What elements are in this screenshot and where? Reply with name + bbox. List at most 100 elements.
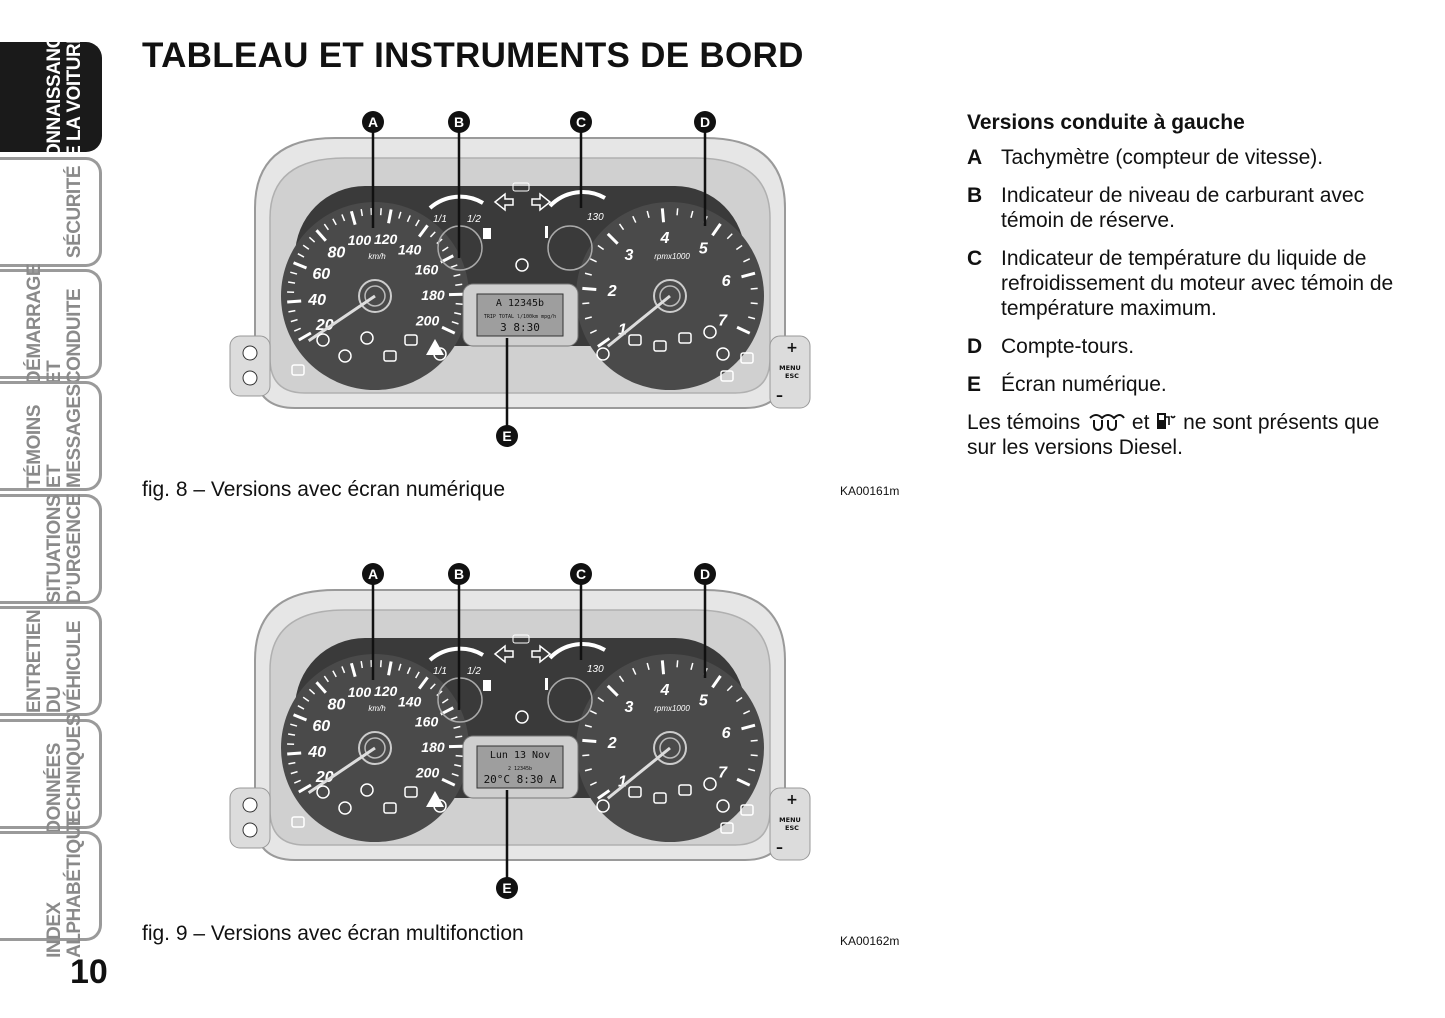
battery-icon — [653, 792, 667, 804]
gauge-needle — [307, 746, 376, 794]
gauge-tick — [735, 244, 743, 251]
menu-buttons — [769, 335, 811, 409]
gauge-label: 180 — [421, 287, 445, 303]
glow-plug-icon — [703, 325, 717, 339]
gauge-tick — [406, 215, 411, 223]
temp-hub — [547, 225, 593, 271]
airbag-off-icon-shape — [338, 349, 352, 363]
gauge-tick — [455, 283, 463, 286]
fuel-label: 1/1 — [433, 666, 447, 677]
engine-icon — [628, 334, 642, 346]
fog-light-icon — [515, 710, 529, 724]
gauge-tick — [288, 733, 296, 736]
gauge-tick — [308, 236, 316, 243]
callout-marker — [694, 563, 716, 585]
tab-entretien[interactable]: ENTRETIEN DU VÉHICULE — [0, 606, 102, 716]
gauge-tick — [597, 696, 605, 703]
gauge-tick — [726, 233, 733, 240]
gauge-tick — [741, 271, 756, 279]
gauge-tick — [298, 783, 312, 794]
glow-plug-icon — [1089, 414, 1125, 431]
gauge-hub — [358, 731, 392, 765]
epb-icon — [383, 350, 397, 362]
fog-light-icon — [515, 258, 529, 272]
gauge-label: 2 — [607, 283, 617, 300]
gauge-tick — [287, 299, 302, 304]
gauge-label: 20 — [315, 769, 334, 786]
gauge-tick — [387, 661, 393, 676]
glow-plug-icon-shape — [703, 777, 717, 791]
gauge-tick — [676, 660, 679, 668]
callout-letter: C — [576, 566, 586, 582]
gauge-tick — [450, 716, 458, 721]
gauge-tick — [455, 754, 463, 758]
gauge-tick — [429, 683, 436, 690]
display-line1: Lun 13 Nov — [490, 750, 550, 761]
gauge-label: 1 — [618, 773, 627, 790]
high-beam-icon — [242, 370, 258, 386]
gauge-tick — [711, 675, 722, 689]
legend-text: Compte-tours. — [1001, 335, 1135, 358]
airbag-icon — [716, 347, 730, 361]
high-beam-icon — [242, 822, 258, 838]
rear-defrost-icon — [720, 822, 734, 834]
gauge-needle — [606, 746, 671, 800]
gauge-tick — [582, 754, 590, 757]
gauge-tick — [690, 662, 694, 670]
temp-scale — [548, 190, 606, 208]
gauge-tick — [441, 777, 456, 787]
battery-icon-shape — [653, 340, 667, 352]
gauge-tick — [743, 710, 751, 715]
gauge-tick — [398, 211, 402, 219]
gauge-needle — [307, 294, 376, 342]
gauge-tick — [589, 710, 597, 715]
menu-esc-label: ESC — [785, 824, 799, 832]
gauge-label: 7 — [718, 765, 728, 782]
gauge-unit: km/h — [368, 252, 386, 261]
seatbelt-warning-icon-shape — [740, 352, 754, 364]
front-fog-icon — [433, 347, 447, 361]
tab-temoins[interactable]: TÉMOINS ET MESSAGES — [0, 381, 102, 491]
menu-esc-button: MENU — [779, 816, 801, 824]
menu-esc-label: ESC — [785, 372, 799, 380]
tab-donnees[interactable]: DONNÉES TECHNIQUES — [0, 714, 102, 834]
tab-connaissance[interactable]: CONNAISSANCE DE LA VOITURE — [0, 23, 102, 171]
gauge-tick — [748, 316, 756, 320]
gauge-tick — [287, 751, 302, 756]
callout-letter: E — [502, 428, 511, 444]
general-warning-icon-shape — [426, 791, 444, 807]
tab-label: TÉMOINS ET MESSAGES — [24, 384, 85, 488]
display-line2: 2 12345b — [508, 766, 532, 772]
gauge-tick — [646, 662, 650, 670]
coolant-icon — [545, 226, 548, 238]
gauge-tick — [743, 258, 751, 263]
tab-label: SITUATIONS D’URGENCE — [44, 494, 85, 604]
gauge-tick — [290, 271, 298, 275]
tab-index[interactable]: INDEX ALPHABÉTIQUE — [0, 814, 102, 958]
airbag-icon-shape — [716, 347, 730, 361]
gauge-label: 140 — [398, 693, 422, 709]
gauge-tick — [298, 331, 312, 342]
front-fog-icon — [433, 799, 447, 813]
page-number: 10 — [70, 953, 108, 991]
figure-code: KA00161m — [840, 484, 900, 498]
gauge-tick — [690, 210, 694, 218]
gauge-tick — [711, 223, 722, 237]
gauge-label: 60 — [312, 718, 330, 735]
gauge-hub-inner — [364, 285, 386, 307]
callout-letter: C — [576, 114, 586, 130]
callout-marker — [496, 425, 518, 447]
tab-demarrage[interactable]: DÉMARRAGE ET CONDUITE — [0, 264, 102, 384]
tab-situations[interactable]: SITUATIONS D’URGENCE — [0, 494, 102, 604]
callout-letter: D — [700, 566, 710, 582]
brake-icon-shape — [360, 331, 374, 345]
abs-icon-shape — [316, 785, 330, 799]
tab-label: SÉCURITÉ — [64, 165, 85, 259]
gauge-label: 1 — [618, 321, 627, 338]
legend-note: Les témoins et ne sont présents que sur … — [967, 410, 1407, 460]
tab-securite[interactable]: SÉCURITÉ — [0, 157, 102, 267]
